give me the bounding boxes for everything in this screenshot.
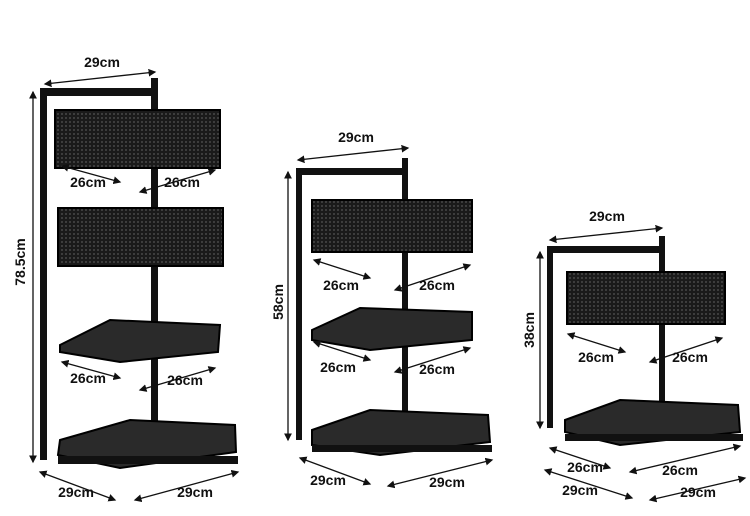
rack-four-tier bbox=[40, 78, 238, 470]
rack-two-tier bbox=[547, 236, 743, 447]
shelf-width-label: 26cm bbox=[419, 361, 455, 377]
rack-three-tier bbox=[296, 158, 492, 457]
dimension-lines bbox=[29, 68, 747, 503]
shelf-depth-label: 26cm bbox=[578, 349, 614, 365]
shelf-width-label: 26cm bbox=[419, 277, 455, 293]
shelf-depth-label: 26cm bbox=[323, 277, 359, 293]
width-label: 29cm bbox=[84, 54, 120, 70]
width-label: 29cm bbox=[338, 129, 374, 145]
base-depth-label: 29cm bbox=[310, 472, 346, 488]
shelf-depth-label: 26cm bbox=[70, 370, 106, 386]
base-width-label: 29cm bbox=[177, 484, 213, 500]
base-depth-label: 29cm bbox=[58, 484, 94, 500]
height-label: 58cm bbox=[270, 284, 286, 320]
width-label: 29cm bbox=[589, 208, 625, 224]
height-label: 78.5cm bbox=[12, 238, 28, 286]
shelf-width-label: 26cm bbox=[672, 349, 708, 365]
shelf-width-label: 26cm bbox=[167, 372, 203, 388]
base-width-label: 29cm bbox=[429, 474, 465, 490]
shelf-depth-label: 26cm bbox=[567, 459, 603, 475]
base-depth-label: 29cm bbox=[562, 482, 598, 498]
shelf-depth-label: 26cm bbox=[320, 359, 356, 375]
shelf-depth-label: 26cm bbox=[70, 174, 106, 190]
shelf-width-label: 26cm bbox=[164, 174, 200, 190]
shelf-width-label: 26cm bbox=[662, 462, 698, 478]
height-label: 38cm bbox=[521, 312, 537, 348]
base-width-label: 29cm bbox=[680, 484, 716, 500]
